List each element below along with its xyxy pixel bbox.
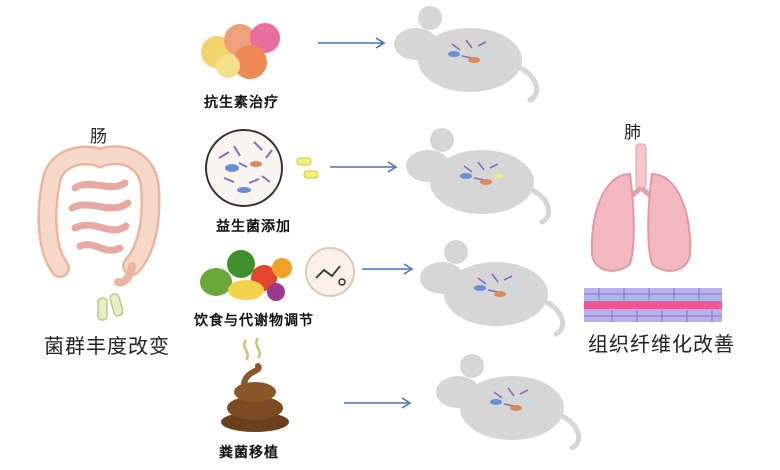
- intestine-illustration: [37, 145, 161, 287]
- fmt-label: 粪菌移植: [219, 445, 279, 461]
- intestine-label: 肠: [90, 127, 107, 147]
- mouse-icon: [420, 240, 566, 337]
- feces-icon: [221, 337, 289, 432]
- fibrosis-improvement-caption: 组织纤维化改善: [588, 332, 735, 356]
- blood-vessel-tissue-icon: [584, 288, 722, 322]
- arrow-icon: [318, 37, 386, 49]
- lung-label: 肺: [624, 123, 641, 143]
- probiotic-culture-icon: [205, 129, 319, 207]
- mouse-icon: [394, 6, 540, 103]
- antibiotic-pills-icon: [201, 23, 280, 79]
- metabolite-molecule-icon: [305, 247, 355, 297]
- diet-food-icon: [200, 250, 292, 301]
- microbiota-abundance-caption: 菌群丰度改变: [44, 334, 170, 358]
- probiotic-label: 益生菌添加: [216, 219, 291, 235]
- mouse-icon: [436, 354, 582, 451]
- arrow-icon: [362, 263, 414, 275]
- bacteria-icon: [97, 293, 124, 321]
- arrow-icon: [330, 161, 398, 173]
- diet-metabolite-label: 饮食与代谢物调节: [194, 313, 314, 329]
- mouse-icon: [406, 128, 552, 225]
- arrow-icon: [344, 397, 412, 409]
- antibiotic-label: 抗生素治疗: [204, 95, 279, 111]
- lung-illustration: [590, 143, 692, 272]
